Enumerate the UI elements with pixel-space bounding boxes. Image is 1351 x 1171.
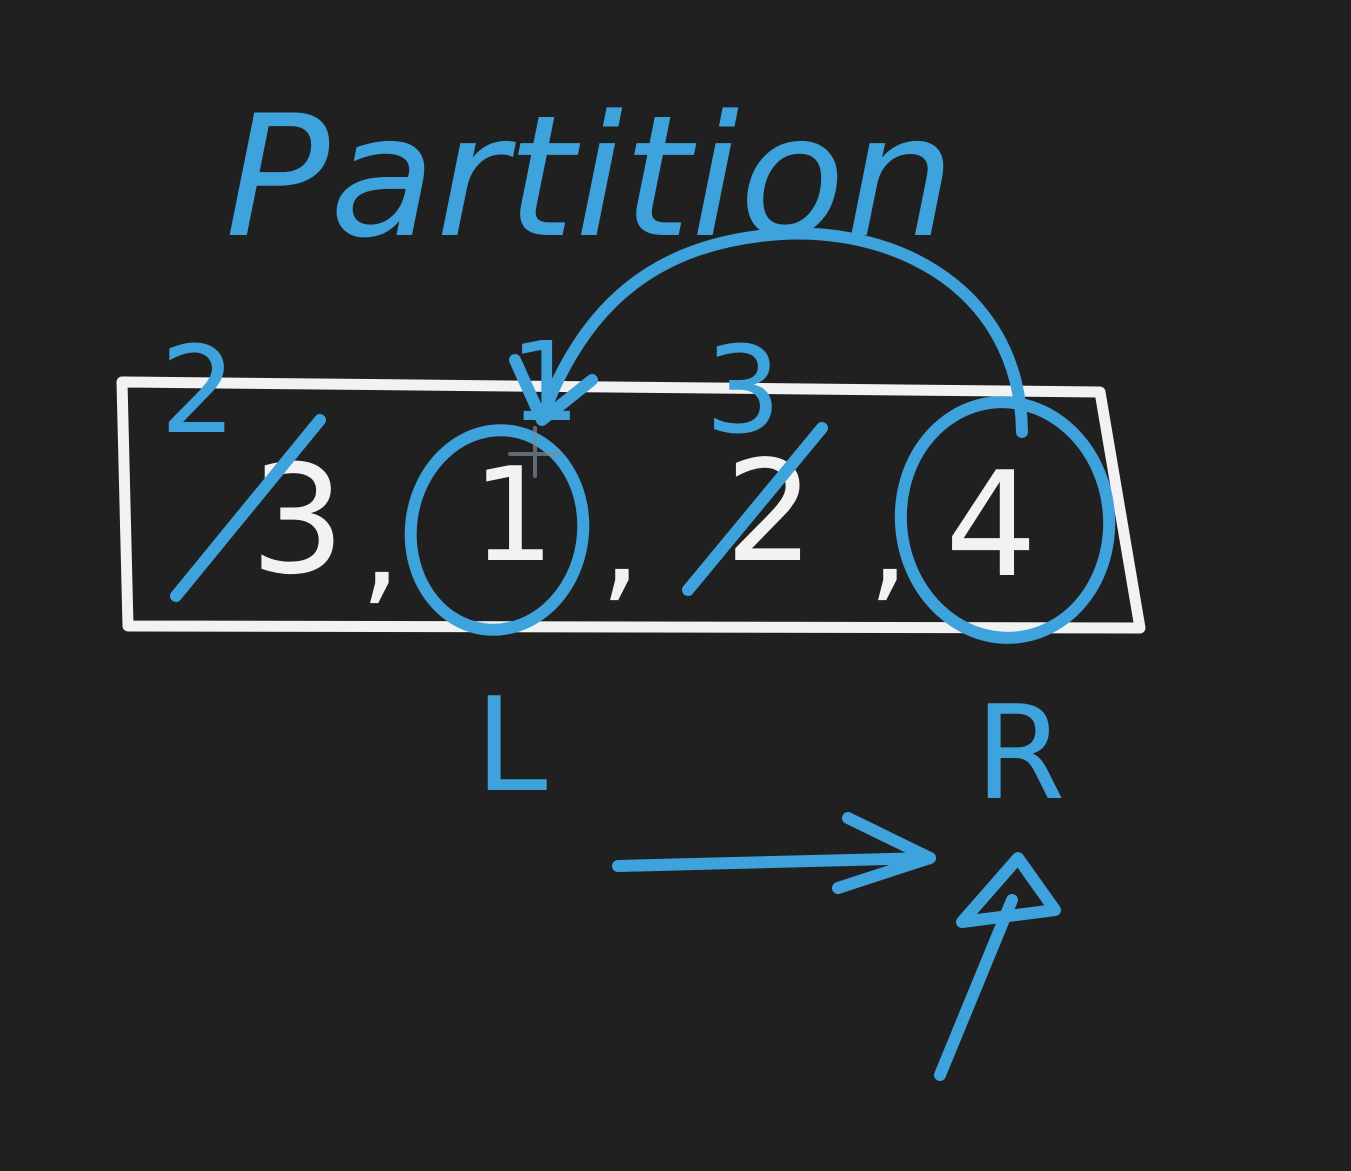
strike-mark-value-0	[170, 414, 326, 602]
swap-arrow-curve	[539, 227, 1028, 438]
updated-value-2: 3	[705, 322, 781, 461]
array-value-0: 3	[250, 434, 345, 608]
swap-arrow-head-icon	[509, 354, 598, 426]
strike-mark-value-2	[682, 422, 828, 596]
pointer-label-right: R	[975, 677, 1065, 829]
circle-value-1	[404, 424, 590, 636]
array-value-1: 1	[472, 439, 555, 591]
circle-value-4	[894, 396, 1116, 644]
pointer-up-arrow-head-icon	[956, 852, 1061, 928]
pointer-move-arrow	[612, 852, 936, 872]
pointer-up-arrow	[934, 894, 1018, 1081]
cursor-crosshair-icon	[508, 426, 562, 478]
updated-value-0: 2	[160, 322, 236, 461]
array-separator-1: ,	[600, 464, 641, 616]
array-box	[116, 376, 1146, 634]
array-separator-0: ,	[360, 467, 401, 619]
array-value-3: 4	[945, 441, 1037, 610]
pointer-move-arrow-head-icon	[832, 812, 936, 894]
title-partition: Partition	[225, 79, 955, 275]
pointer-label-left: L	[475, 669, 547, 821]
